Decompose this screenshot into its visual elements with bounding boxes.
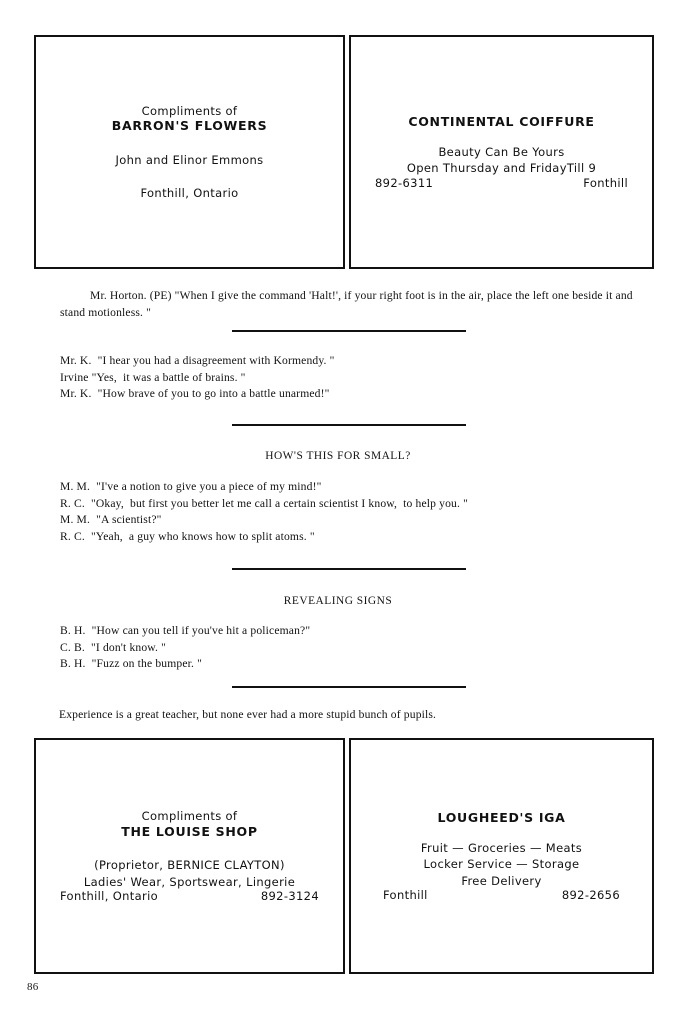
ad-goods: Ladies' Wear, Sportswear, Lingerie bbox=[83, 874, 296, 889]
page-number: 86 bbox=[27, 981, 39, 993]
joke-line: M. M. "A scientist?" bbox=[60, 513, 162, 526]
joke-line: M. M. "I've a notion to give you a piece… bbox=[60, 480, 322, 493]
ad-town: Fonthill, Ontario bbox=[60, 888, 159, 903]
ad-business-name: BARRON'S FLOWERS bbox=[111, 118, 268, 133]
joke-line: R. C. "Okay, but first you better let me… bbox=[60, 496, 468, 510]
ad-content: Compliments of BARRON'S FLOWERS John and… bbox=[36, 104, 343, 201]
ad-contact-row: Fonthill 892-2656 bbox=[361, 888, 642, 902]
ad-lougheeds-iga[interactable]: LOUGHEED'S IGA Fruit — Groceries — Meats… bbox=[349, 738, 654, 974]
joke-horton-text: Mr. Horton. (PE) "When I give the comman… bbox=[60, 289, 633, 319]
joke-line: B. H. "Fuzz on the bumper. " bbox=[60, 657, 202, 670]
ad-barrons-flowers[interactable]: Compliments of BARRON'S FLOWERS John and… bbox=[34, 35, 345, 269]
ad-continental-coiffure[interactable]: CONTINENTAL COIFFURE Beauty Can Be Yours… bbox=[349, 35, 654, 269]
divider-rule-4 bbox=[232, 686, 466, 688]
ad-goods-line-3: Free Delivery bbox=[461, 873, 542, 888]
joke-line: Mr. K. "How brave of you to go into a ba… bbox=[60, 387, 330, 400]
joke-signs: B. H. "How can you tell if you've hit a … bbox=[60, 623, 656, 673]
ad-town: Fonthill bbox=[383, 887, 428, 902]
joke-line: C. B. "I don't know. " bbox=[60, 640, 167, 654]
joke-kormendy: Mr. K. "I hear you had a disagreement wi… bbox=[60, 353, 656, 403]
advertisement-row-top: Compliments of BARRON'S FLOWERS John and… bbox=[34, 35, 654, 269]
joke-line: B. H. "How can you tell if you've hit a … bbox=[60, 624, 311, 637]
quip-experience: Experience is a great teacher, but none … bbox=[59, 707, 655, 724]
ad-contact-row: Fonthill, Ontario 892-3124 bbox=[46, 889, 333, 903]
heading-hows-this-for-small: HOW'S THIS FOR SMALL? bbox=[265, 450, 411, 462]
ad-proprietor: (Proprietor, BERNICE CLAYTON) bbox=[94, 858, 285, 873]
joke-line: Mr. K. "I hear you had a disagreement wi… bbox=[60, 354, 335, 367]
ad-compliments-text: Compliments of bbox=[141, 103, 238, 118]
ad-phone: 892-2656 bbox=[561, 887, 620, 902]
ad-hours: Open Thursday and FridayTill 9 bbox=[406, 161, 597, 176]
ad-business-name: LOUGHEED'S IGA bbox=[437, 810, 566, 826]
ad-the-louise-shop[interactable]: Compliments of THE LOUISE SHOP (Propriet… bbox=[34, 738, 345, 974]
heading-revealing-signs: REVEALING SIGNS bbox=[283, 595, 393, 607]
divider-rule-2 bbox=[232, 424, 466, 426]
ad-goods-line-2: Locker Service — Storage bbox=[423, 857, 580, 872]
ad-content: Compliments of THE LOUISE SHOP (Propriet… bbox=[36, 809, 343, 903]
ad-slogan: Beauty Can Be Yours bbox=[438, 144, 565, 159]
ad-town: Fonthill bbox=[583, 175, 628, 190]
joke-small: M. M. "I've a notion to give you a piece… bbox=[60, 479, 656, 545]
advertisement-row-bottom: Compliments of THE LOUISE SHOP (Propriet… bbox=[34, 738, 654, 974]
ad-compliments-text: Compliments of bbox=[141, 809, 238, 824]
ad-business-name: CONTINENTAL COIFFURE bbox=[408, 114, 595, 130]
joke-line: R. C. "Yeah, a guy who knows how to spli… bbox=[60, 529, 315, 543]
ad-phone: 892-3124 bbox=[260, 888, 319, 903]
ad-goods-line-1: Fruit — Groceries — Meats bbox=[420, 840, 583, 855]
ad-content: CONTINENTAL COIFFURE Beauty Can Be Yours… bbox=[351, 114, 652, 189]
quip-text: Experience is a great teacher, but none … bbox=[59, 708, 437, 721]
joke-horton: Mr. Horton. (PE) "When I give the comman… bbox=[60, 288, 656, 321]
ad-business-name: THE LOUISE SHOP bbox=[121, 823, 258, 839]
ad-proprietors: John and Elinor Emmons bbox=[115, 152, 264, 167]
ad-location: Fonthill, Ontario bbox=[140, 186, 239, 200]
divider-rule-3 bbox=[232, 568, 466, 570]
ad-contact-row: 892-6311 Fonthill bbox=[361, 176, 642, 190]
joke-line: Irvine "Yes, it was a battle of brains. … bbox=[60, 370, 246, 384]
ad-content: LOUGHEED'S IGA Fruit — Groceries — Meats… bbox=[351, 810, 652, 902]
ad-phone: 892-6311 bbox=[375, 175, 434, 190]
divider-rule-1 bbox=[232, 330, 466, 332]
